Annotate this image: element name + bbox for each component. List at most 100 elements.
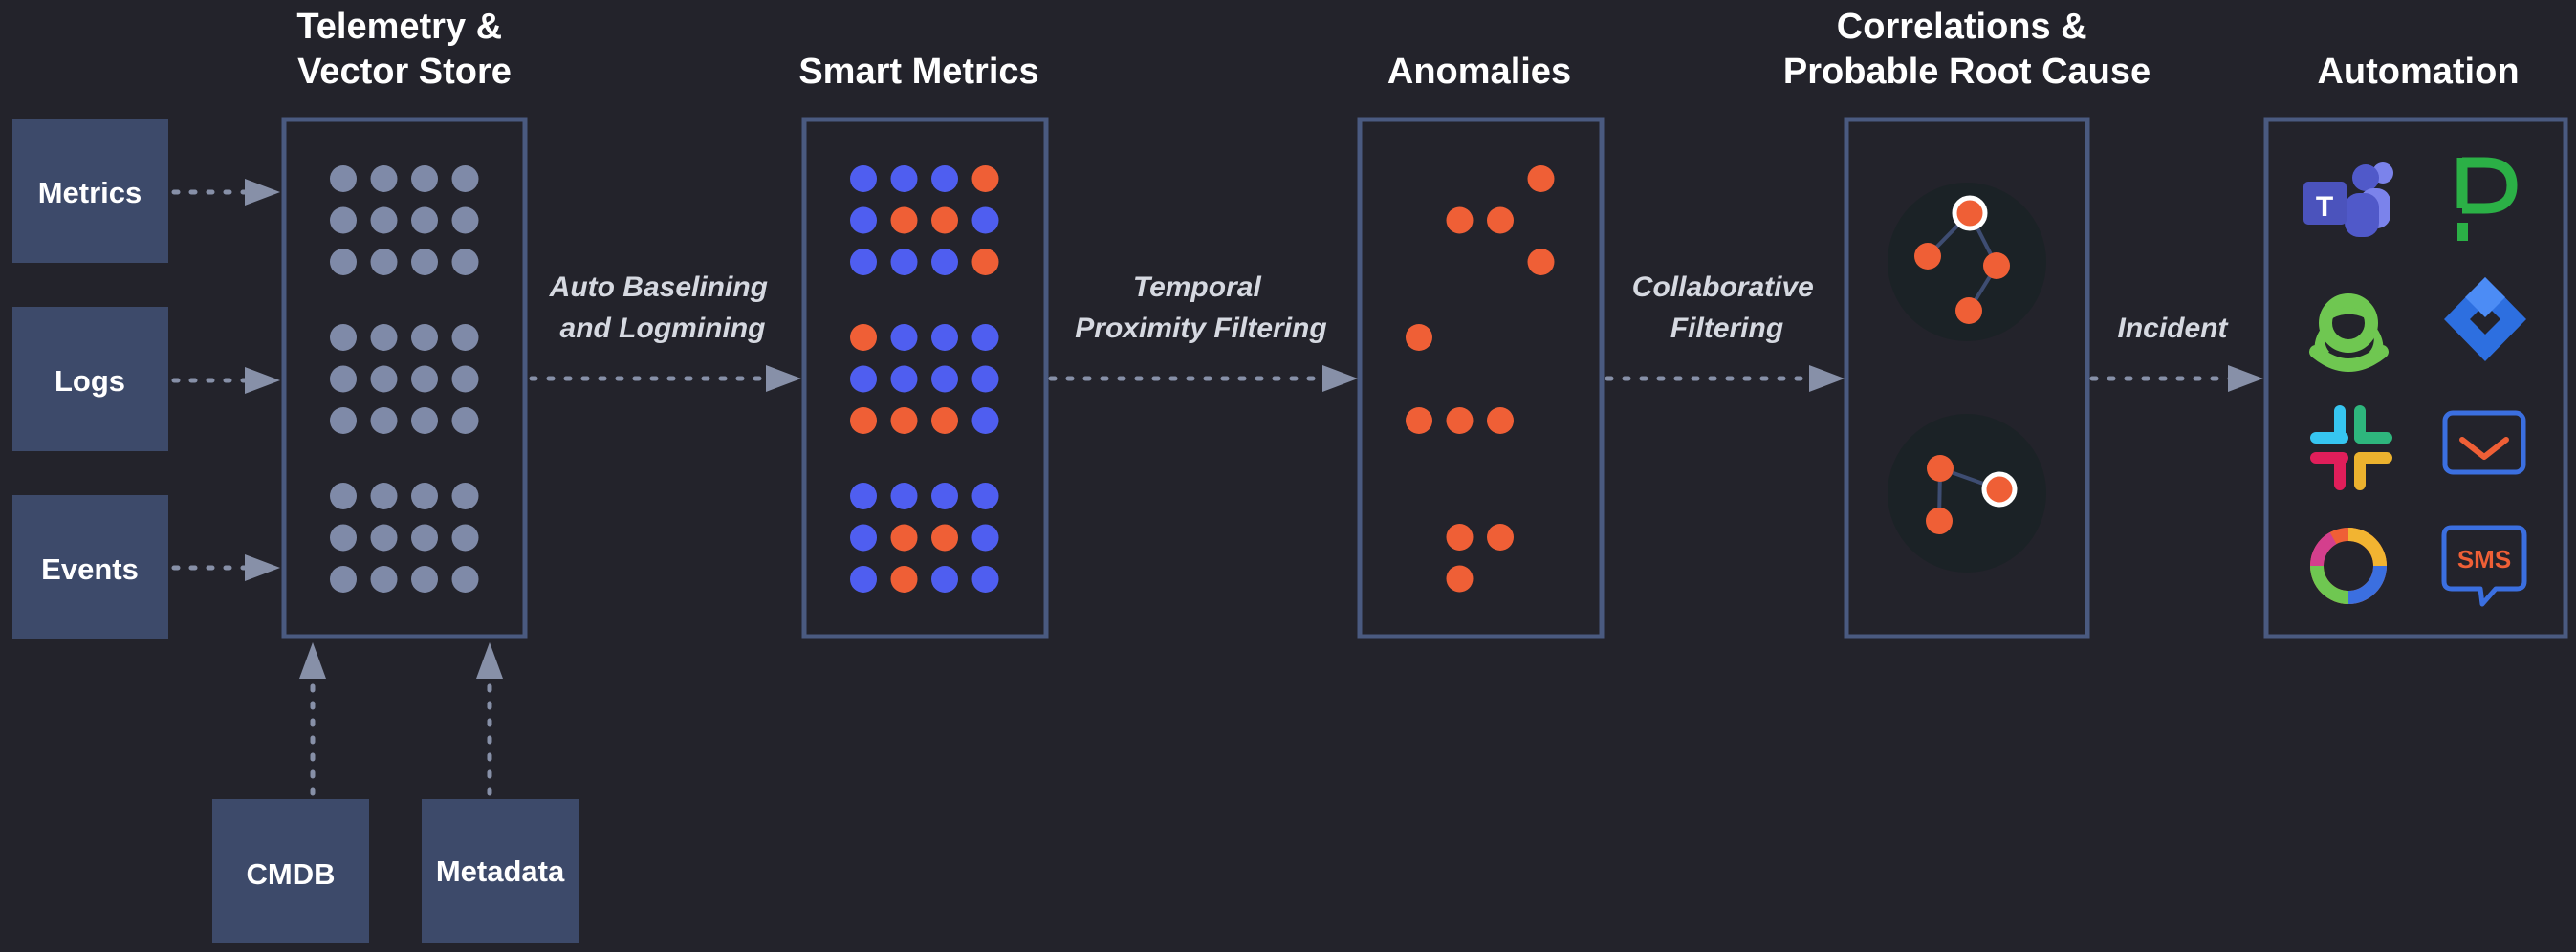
arrow-logs-to-telemetry (171, 367, 280, 394)
smart-metric-dot-normal (850, 249, 877, 275)
correlation-graph-1-node (1983, 252, 2010, 279)
source-metadata: Metadata (422, 799, 579, 943)
correlation-graph-2-root-node (1981, 471, 2018, 508)
anomaly-dot (1406, 407, 1432, 434)
source-events: Events (12, 495, 168, 639)
smart-metric-dot-anomalous (890, 407, 918, 434)
correlation-graph-1-root-node (1952, 195, 1988, 231)
webex-icon (2309, 528, 2387, 604)
smart-metric-dot-normal (931, 324, 958, 351)
smart-metric-dot-normal (850, 524, 877, 552)
edge-label-collaborative: Collaborative Filtering (1632, 271, 1822, 344)
telemetry-dot (330, 524, 357, 552)
smart-metric-dot-normal (850, 483, 877, 509)
smart-metric-dot-anomalous (890, 206, 918, 234)
correlation-graph-1-node (1914, 243, 1941, 270)
smart-metric-dot-normal (890, 165, 918, 192)
telemetry-dot (330, 324, 357, 351)
source-metrics: Metrics (12, 119, 168, 263)
opsgenie-icon (2309, 293, 2389, 372)
smart-metric-dot-normal (931, 165, 958, 192)
title-smart-metrics-line1: Smart Metrics (798, 52, 1038, 92)
smart-metric-dot-normal (971, 365, 999, 393)
title-automation-line1: Automation (2317, 52, 2519, 92)
source-cmdb-box (212, 799, 369, 943)
arrow-events-to-telemetry (171, 554, 280, 581)
smart-metric-dot-normal (931, 566, 958, 593)
edge-label-incident-line1: Incident (2117, 313, 2229, 344)
telemetry-dot (330, 249, 357, 275)
edge-label-temporal-line2: Proximity Filtering (1075, 313, 1326, 344)
title-correlations-line1: Correlations & (1837, 7, 2087, 47)
panel-correlations (1844, 117, 2090, 639)
edge-label-temporal-line1: Temporal (1133, 271, 1262, 303)
telemetry-dot (411, 165, 438, 192)
source-cmdb: CMDB (212, 799, 369, 943)
anomaly-dot (1527, 249, 1555, 275)
source-logs-box (12, 307, 168, 451)
anomaly-dot-clusters (1406, 165, 1555, 593)
telemetry-dot (370, 566, 398, 593)
smart-metric-dot-normal (890, 365, 918, 393)
slack-icon (2310, 405, 2392, 490)
smart-metric-dot-normal (850, 566, 877, 593)
telemetry-dot-grid (330, 165, 479, 593)
telemetry-dot (370, 407, 398, 434)
smart-metric-dot-normal (971, 566, 999, 593)
smart-metric-dot-normal (971, 324, 999, 351)
sms-icon: SMS (2441, 525, 2527, 607)
telemetry-dot (411, 365, 438, 393)
source-events-box (12, 495, 168, 639)
telemetry-dot (411, 566, 438, 593)
correlation-graph-1-bg (1888, 183, 2046, 341)
smart-metric-dot-anomalous (850, 407, 877, 434)
smart-metric-dot-anomalous (971, 165, 999, 192)
svg-text:T: T (2316, 191, 2333, 223)
anomaly-dot (1446, 407, 1474, 434)
smart-metric-dot-anomalous (931, 524, 958, 552)
smart-metric-dot-normal (971, 407, 999, 434)
edge-label-auto-baselining: Auto Baselining and Logmining (549, 271, 776, 344)
teams-icon: T (2303, 162, 2393, 237)
smart-metric-dot-normal (931, 249, 958, 275)
smart-metric-dot-normal (971, 524, 999, 552)
edge-label-auto-baselining-line2: and Logmining (560, 313, 766, 344)
smart-metric-dot-normal (890, 249, 918, 275)
title-automation: Automation (2317, 52, 2519, 92)
edge-label-auto-baselining-line1: Auto Baselining (549, 271, 768, 303)
anomaly-dot (1487, 206, 1514, 234)
telemetry-dot (370, 249, 398, 275)
telemetry-dot (330, 407, 357, 434)
title-smart-metrics: Smart Metrics (798, 52, 1038, 92)
arrow-metadata-to-telemetry (476, 642, 503, 796)
telemetry-dot (451, 324, 479, 351)
correlation-graph-2 (1888, 414, 2046, 573)
title-telemetry: Telemetry & Vector Store (296, 7, 512, 92)
jira-icon (2444, 277, 2526, 361)
correlation-graph-2-node (1927, 455, 1954, 482)
telemetry-dot (330, 365, 357, 393)
sms-icon-label: SMS (2457, 545, 2511, 573)
smart-metric-dot-anomalous (971, 249, 999, 275)
panel-telemetry (281, 117, 528, 639)
telemetry-dot (411, 483, 438, 509)
telemetry-dot (411, 524, 438, 552)
telemetry-dot (451, 524, 479, 552)
smart-metric-dot-normal (971, 206, 999, 234)
anomaly-dot (1406, 324, 1432, 351)
source-metrics-label: Metrics (38, 176, 142, 209)
smart-metric-dot-anomalous (890, 524, 918, 552)
title-correlations-line2: Probable Root Cause (1783, 52, 2150, 92)
smart-metric-dot-anomalous (931, 407, 958, 434)
smart-metric-dot-normal (931, 365, 958, 393)
anomaly-dot (1446, 206, 1474, 234)
edge-label-temporal: Temporal Proximity Filtering (1075, 271, 1326, 344)
telemetry-dot (330, 165, 357, 192)
telemetry-dot (411, 249, 438, 275)
edge-label-incident: Incident (2117, 313, 2229, 344)
telemetry-dot (411, 407, 438, 434)
arrow-metrics-to-telemetry (171, 179, 280, 206)
smart-metric-dot-normal (850, 165, 877, 192)
email-icon (2442, 410, 2526, 475)
